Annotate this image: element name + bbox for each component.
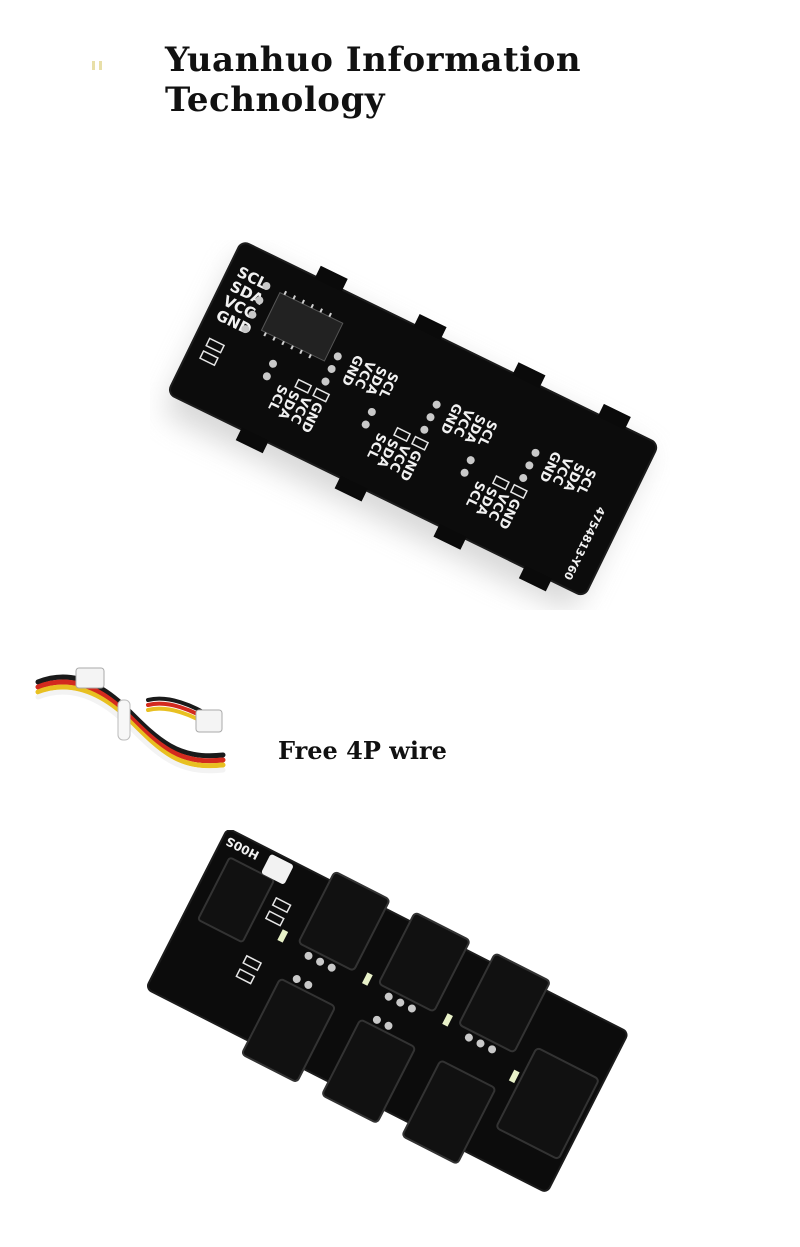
wire-connector-left — [75, 667, 105, 689]
white-component — [261, 854, 293, 884]
wire-photo — [35, 667, 226, 774]
bottom-board-photo: H00S — [147, 830, 628, 1192]
wire-caption: Free 4P wire — [278, 736, 447, 765]
page-title: Yuanhuo Information Technology — [165, 40, 582, 120]
logo-mark-icon — [92, 61, 102, 70]
cable-tie — [117, 699, 131, 741]
wire-connector-right — [195, 709, 223, 733]
top-board-photo: SCL SDA VCC GND GND VCC SDA SCL GND VCC … — [165, 242, 658, 610]
